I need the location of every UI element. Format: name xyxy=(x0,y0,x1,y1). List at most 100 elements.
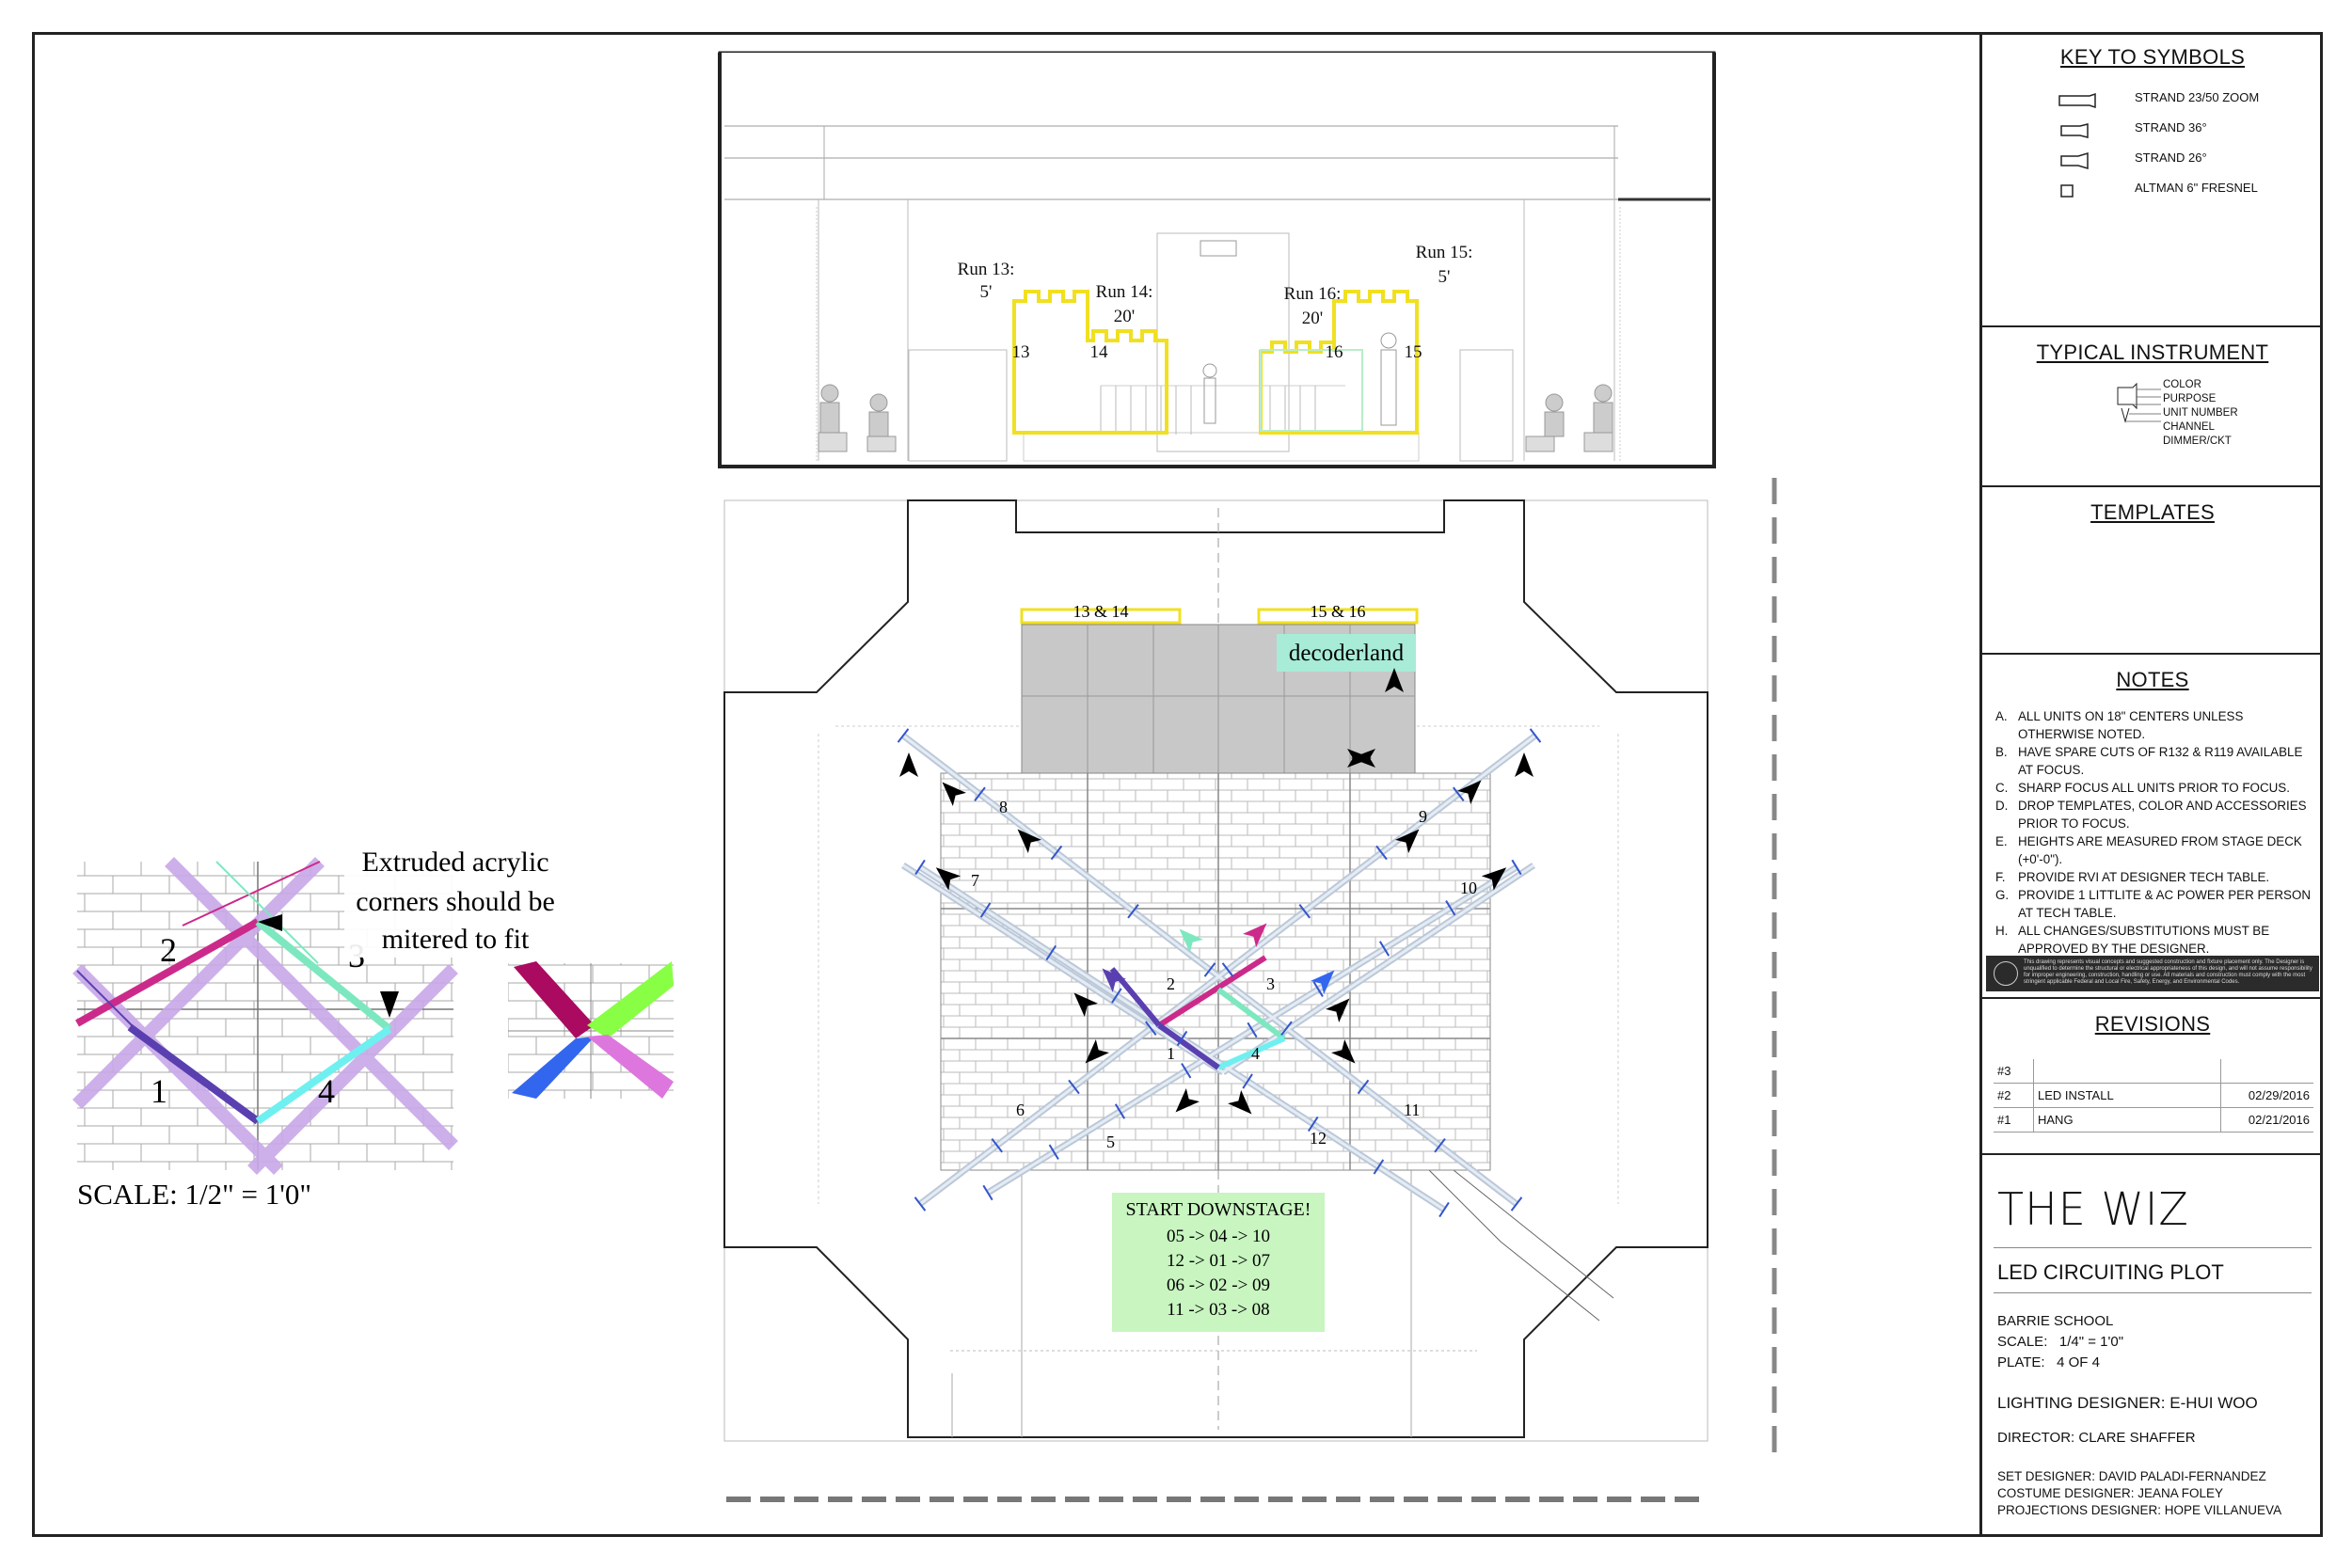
direction-arrow xyxy=(942,782,966,806)
start-sequence-line: 06 -> 02 -> 09 xyxy=(1167,1275,1270,1295)
run-13-label: Run 13: xyxy=(958,260,1015,279)
key-label: ALTMAN 6" FRESNEL xyxy=(2135,181,2258,195)
direction-arrow xyxy=(1085,1039,1109,1064)
rail-tick xyxy=(1176,1030,1188,1047)
rail-tick xyxy=(982,1184,993,1201)
key-label: STRAND 36° xyxy=(2135,120,2207,135)
color-cross-swatch xyxy=(508,961,674,1099)
run-15-label: Run 15: xyxy=(1416,243,1473,262)
zoom-leko-icon xyxy=(2058,92,2096,109)
led-strip-1b xyxy=(1157,1022,1220,1070)
detail-number-4: 4 xyxy=(318,1072,335,1110)
lighting-designer: LIGHTING DESIGNER: E-HUI WOO xyxy=(1997,1394,2258,1412)
rail-tick xyxy=(1445,900,1456,916)
rail-tick xyxy=(1145,1021,1157,1037)
rail-tick xyxy=(1529,728,1542,743)
direction-arrow xyxy=(1311,970,1335,994)
rail-tick xyxy=(1378,941,1391,957)
revisions-title: REVISIONS xyxy=(2094,1012,2211,1036)
notes-list: A.ALL UNITS ON 18" CENTERS UNLESS OTHERW… xyxy=(1995,709,2312,956)
led-rail-highlight xyxy=(1222,863,1534,1074)
rail-tick xyxy=(914,859,926,876)
rail-tick xyxy=(974,786,986,802)
scale-line: SCALE: 1/4" = 1'0" xyxy=(1997,1334,2124,1350)
rail-tick xyxy=(1373,1159,1385,1175)
rail-tick xyxy=(1114,1103,1126,1119)
direction-arrow xyxy=(1481,867,1507,891)
led-strip-2 xyxy=(1157,955,1267,1028)
fresnel-icon xyxy=(2060,184,2074,198)
decoderland-label: decoderland xyxy=(1289,641,1405,666)
strip-number-8: 8 xyxy=(999,798,1008,816)
rail-tick xyxy=(1438,1201,1450,1218)
rail-tick xyxy=(1357,1079,1370,1095)
detail-note-line: corners should be xyxy=(356,886,555,917)
direction-arrow xyxy=(1457,780,1482,804)
title-block: KEY TO SYMBOLS STRAND 23/50 ZOOM STRAND … xyxy=(1979,32,2323,1537)
direction-arrow xyxy=(1331,1039,1356,1064)
run-16-length: 20' xyxy=(1302,309,1323,328)
run-16-label: Run 16: xyxy=(1284,284,1342,304)
run-14-label: Run 14: xyxy=(1096,282,1153,302)
note-text: SHARP FOCUS ALL UNITS PRIOR TO FOCUS. xyxy=(2018,781,2290,795)
rail-ticks xyxy=(897,728,1542,1218)
elevation-view: Run 13: 5' Run 14: 20' Run 16: 20' Run 1… xyxy=(718,51,1716,468)
detail-number-1: 1 xyxy=(151,1072,167,1110)
start-sequence-line: 11 -> 03 -> 08 xyxy=(1167,1300,1269,1320)
direction-arrow xyxy=(1515,752,1534,777)
run-13-length: 5' xyxy=(980,282,993,302)
drawing-canvas: Run 13: 5' Run 14: 20' Run 16: 20' Run 1… xyxy=(72,51,1777,1502)
rail-tick xyxy=(1111,988,1122,1004)
venue: BARRIE SCHOOL xyxy=(1997,1313,2114,1329)
rail-tick xyxy=(1247,1022,1258,1038)
direction-arrow xyxy=(935,867,961,891)
designer-logo-icon xyxy=(1994,961,2018,986)
scale-value: 1/4" = 1'0" xyxy=(2058,1334,2124,1350)
detail-number-2: 2 xyxy=(160,931,177,969)
rail-tick xyxy=(979,902,992,918)
note-text: PROVIDE RVI AT DESIGNER TECH TABLE. xyxy=(2018,870,2270,884)
rail-tick xyxy=(1181,1063,1192,1079)
detail-note-line: Extruded acrylic xyxy=(361,847,548,878)
direction-arrow xyxy=(1102,968,1126,992)
rail-tick xyxy=(1375,845,1388,861)
start-sequence-line: 05 -> 04 -> 10 xyxy=(1167,1227,1270,1246)
run-13-number: 13 xyxy=(1012,342,1030,362)
rail-tick xyxy=(914,1196,927,1212)
run-14-number: 14 xyxy=(1090,342,1109,362)
strip-number-1: 1 xyxy=(1167,1044,1175,1063)
strip-number-9: 9 xyxy=(1419,807,1427,826)
rail-tick xyxy=(1511,859,1522,876)
strip-number-11: 11 xyxy=(1404,1101,1420,1119)
direction-arrow xyxy=(1179,928,1203,953)
note-text: DROP TEMPLATES, COLOR AND ACCESSORIES PR… xyxy=(2018,799,2307,831)
direction-arrow xyxy=(1243,923,1267,947)
plate-line: PLATE: 4 OF 4 xyxy=(1997,1354,2100,1370)
direction-arrow xyxy=(899,752,918,777)
rail-tick xyxy=(897,728,910,743)
rail-tick xyxy=(1307,1116,1319,1132)
led-strip-4 xyxy=(1216,1036,1286,1070)
title-info-section: THE WIZ LED CIRCUITING PLOT BARRIE SCHOO… xyxy=(1982,1155,2323,1537)
disclaimer-banner: This drawing represents visual concepts … xyxy=(1986,956,2319,991)
direction-arrows xyxy=(899,668,1534,1115)
strip-number-4: 4 xyxy=(1251,1044,1260,1063)
rail-tick xyxy=(1453,786,1465,802)
rail-tick xyxy=(1434,1137,1446,1153)
drawing-sheet xyxy=(32,32,2323,1537)
rail-tick xyxy=(1280,1021,1293,1037)
note-text: HAVE SPARE CUTS OF R132 & R119 AVAILABLE… xyxy=(2018,745,2303,777)
rail-tick xyxy=(991,1137,1003,1153)
strip-number-10: 10 xyxy=(1460,879,1477,897)
led-rail-highlight xyxy=(902,863,1224,1074)
plot-title: LED CIRCUITING PLOT xyxy=(1997,1260,2224,1284)
direction-arrow xyxy=(1017,829,1041,853)
note-text: HEIGHTS ARE MEASURED FROM STAGE DECK (+0… xyxy=(2018,834,2302,866)
director: DIRECTOR: CLARE SHAFFER xyxy=(1997,1430,2196,1446)
rail-tick xyxy=(1510,1196,1523,1212)
led-strips xyxy=(897,728,1542,1218)
